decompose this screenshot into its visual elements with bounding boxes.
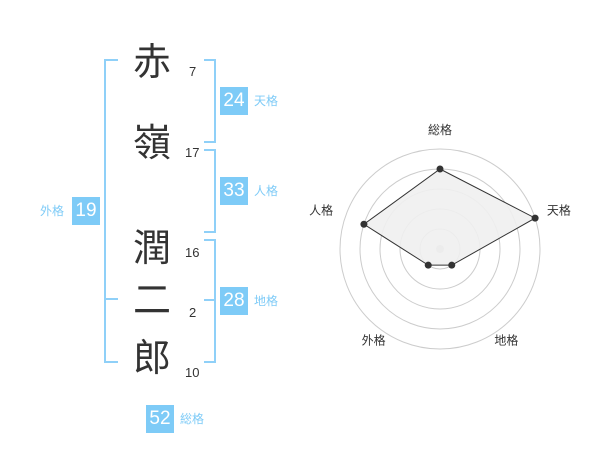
radar-point xyxy=(448,261,456,269)
tenkaku-label: 天格 xyxy=(254,94,279,108)
radar-axis-label: 天格 xyxy=(547,202,571,217)
radar-axis-label: 外格 xyxy=(362,332,386,347)
name-char-3: 潤 xyxy=(132,226,171,270)
name-char-4: 二 xyxy=(132,278,171,322)
name-char-5: 郎 xyxy=(132,336,171,380)
tenkaku-value: 24 xyxy=(220,87,248,115)
gaikaku-label: 外格 xyxy=(40,204,65,218)
stroke-count-1: 7 xyxy=(189,64,197,79)
tenkaku-bracket xyxy=(204,59,216,143)
soukaku-value: 52 xyxy=(146,405,174,433)
chikaku-bracket xyxy=(204,239,216,363)
stroke-count-5: 10 xyxy=(185,365,200,380)
stroke-count-2: 17 xyxy=(185,145,200,160)
chikaku-bracket-tick xyxy=(204,299,216,301)
name-char-1: 赤 xyxy=(132,40,171,84)
jinkaku-label: 人格 xyxy=(254,184,279,198)
radar-point xyxy=(360,220,368,228)
radar-point xyxy=(531,214,539,222)
radar-axis-label: 人格 xyxy=(309,202,333,217)
chikaku-label: 地格 xyxy=(254,294,279,308)
gaikaku-value: 19 xyxy=(72,197,100,225)
radar-area xyxy=(363,168,537,266)
soukaku-label: 総格 xyxy=(180,412,205,426)
stroke-count-3: 16 xyxy=(185,245,200,260)
stroke-count-4: 2 xyxy=(189,305,197,320)
radar-point xyxy=(436,165,444,173)
radar-axis-label: 総格 xyxy=(428,122,452,137)
radar-axis-label: 地格 xyxy=(494,332,518,347)
radar-point xyxy=(424,261,432,269)
jinkaku-value: 33 xyxy=(220,177,248,205)
jinkaku-bracket xyxy=(204,149,216,233)
gaikaku-bracket-tick xyxy=(104,298,118,300)
gaikaku-bracket xyxy=(104,59,118,363)
chikaku-value: 28 xyxy=(220,287,248,315)
name-char-2: 嶺 xyxy=(132,121,171,165)
radar-ring xyxy=(339,148,541,350)
